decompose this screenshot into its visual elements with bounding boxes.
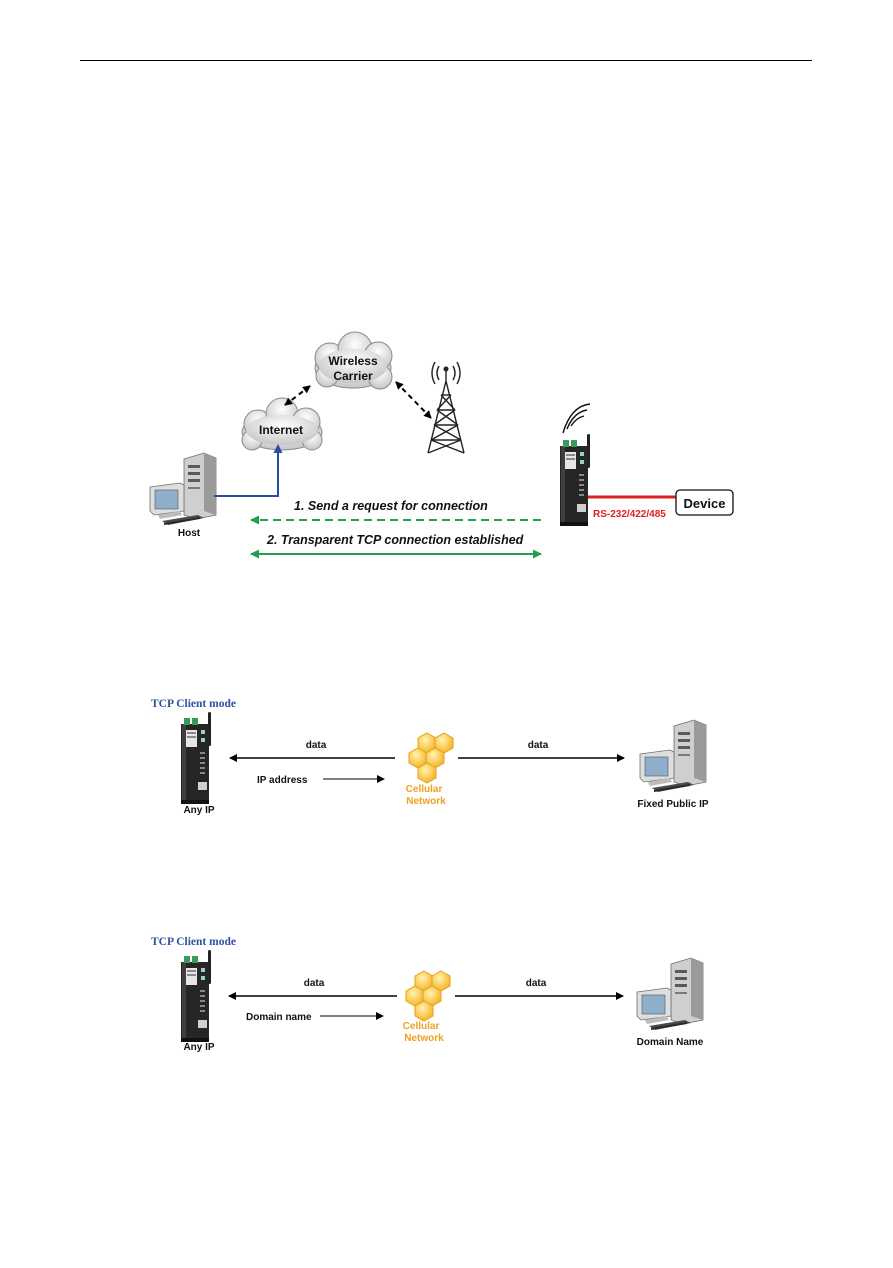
diagram2-cellular-network-icon — [408, 732, 454, 784]
diagram3-request-label: Domain name — [246, 1012, 312, 1023]
wireless-carrier-label-2: Carrier — [333, 369, 373, 383]
diagram2-gateway-icon — [181, 712, 211, 804]
step1-label: 1. Send a request for connection — [294, 499, 488, 513]
diagram2-left-label: Any IP — [183, 805, 214, 816]
host-label: Host — [178, 528, 201, 539]
diagram3-left-data-label: data — [304, 978, 325, 989]
diagram-tcp-client-domain-name: TCP Client mode Any IP data Domain name … — [151, 936, 704, 1053]
diagram-real-com-connection: Wireless Carrier Internet — [149, 331, 734, 559]
device-box — [675, 489, 734, 516]
diagram2-left-data-label: data — [306, 740, 327, 751]
device-label: Device — [684, 496, 726, 511]
host-internet-ethernet-line — [214, 444, 283, 497]
diagram3-network-label-1: Cellular — [403, 1021, 440, 1032]
tower-beacon-icon — [443, 366, 449, 372]
cell-tower-icon — [427, 361, 465, 454]
diagram3-cellular-network-icon — [405, 970, 451, 1022]
diagram-tcp-client-fixed-ip: TCP Client mode Any IP data IP address C… — [151, 698, 709, 816]
diagram2-right-data-label: data — [528, 740, 549, 751]
diagram2-network-label-2: Network — [406, 796, 446, 807]
internet-label: Internet — [259, 423, 303, 437]
serial-label: RS-232/422/485 — [593, 509, 666, 520]
wireless-carrier-label-1: Wireless — [328, 354, 378, 368]
diagram2-title: TCP Client mode — [151, 698, 236, 710]
host-computer-icon — [149, 452, 217, 526]
diagram3-right-data-label: data — [526, 978, 547, 989]
diagram2-host-icon — [639, 719, 707, 793]
diagram2-network-label-1: Cellular — [406, 784, 443, 795]
diagram2-request-label: IP address — [257, 775, 308, 786]
diagram2-right-label: Fixed Public IP — [637, 799, 708, 810]
diagram3-host-icon — [636, 957, 704, 1031]
wireless-carrier-cloud: Wireless Carrier — [314, 331, 393, 390]
diagram3-network-label-2: Network — [404, 1033, 444, 1044]
diagram3-left-label: Any IP — [183, 1042, 214, 1053]
cellular-gateway-icon — [560, 434, 590, 526]
diagram3-title: TCP Client mode — [151, 936, 236, 948]
diagram3-right-label: Domain Name — [637, 1037, 704, 1048]
step2-label: 2. Transparent TCP connection establishe… — [266, 533, 524, 547]
carrier-tower-link — [395, 381, 432, 419]
wifi-waves-icon — [562, 403, 591, 434]
internet-cloud: Internet — [241, 397, 323, 451]
diagram3-gateway-icon — [181, 950, 211, 1042]
